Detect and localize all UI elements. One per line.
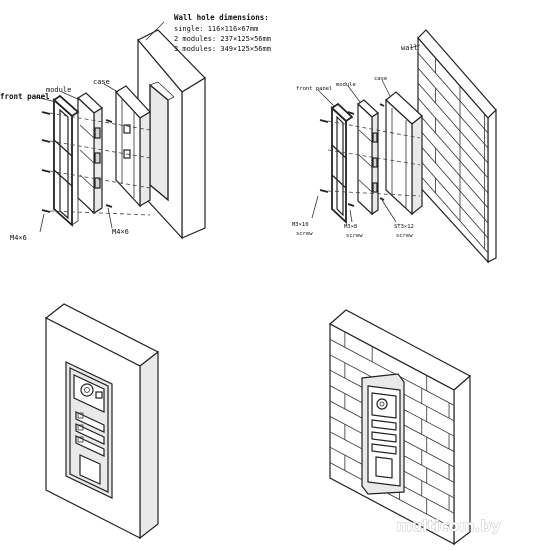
flush-mount-exploded-view: front panel module case M4×6 M4×6 Wall h…	[0, 13, 271, 242]
label-module: module	[46, 86, 71, 94]
front-panel-surface	[330, 102, 354, 225]
surface-mounted-panel-view	[328, 309, 472, 546]
front-panel-flush	[52, 94, 80, 228]
brick-line	[329, 462, 455, 529]
brick-line	[329, 339, 455, 406]
camera-icon-surface	[376, 398, 388, 410]
watermark: multicom.by	[396, 517, 501, 535]
brick-line	[417, 172, 489, 254]
wall-hole-single: single: 116×116×67mm	[174, 25, 258, 33]
camera-icon	[80, 383, 94, 397]
brick-line	[417, 67, 489, 149]
label-screw-b1: M3×8	[344, 224, 357, 230]
screws-flush	[41, 111, 113, 213]
label-front-panel: front panel	[0, 92, 50, 101]
alignment-lines-surface	[327, 120, 421, 197]
brick-wall-top	[417, 29, 497, 264]
label-module-right: module	[336, 82, 356, 88]
wall-hole-two: 2 modules: 237×125×56mm	[174, 35, 271, 43]
label-wall: wall	[401, 44, 418, 52]
wall-hole-title: Wall hole dimensions:	[174, 13, 269, 22]
brick-line	[417, 82, 489, 164]
flush-mounted-panel-view	[44, 303, 160, 540]
label-screw-c2: screw	[396, 233, 413, 239]
brick-line	[417, 52, 489, 134]
label-screw-c1: ST3×12	[394, 224, 414, 230]
label-front-panel-right: front panel	[296, 86, 332, 92]
brick-line	[417, 142, 489, 224]
label-screw-a1: M3×10	[292, 222, 309, 228]
label-screw-a2: screw	[296, 231, 313, 237]
surface-mount-exploded-view: wall front panel module case M3×10 screw…	[292, 29, 497, 264]
label-screw-right: M4×6	[112, 228, 129, 236]
brick-line	[417, 157, 489, 239]
brick-line	[417, 97, 489, 179]
module-flush	[77, 92, 103, 215]
label-screw-left: M4×6	[10, 234, 27, 242]
label-case-right: case	[374, 76, 387, 82]
label-screw-b2: screw	[346, 233, 363, 239]
alignment-lines-flush	[49, 112, 151, 216]
case-surface	[385, 91, 423, 216]
module-surface	[357, 99, 379, 216]
brick-line	[417, 112, 489, 194]
screws-surface	[319, 103, 385, 207]
wall-hole-three: 3 modules: 349×125×56mm	[174, 45, 271, 53]
brick-line	[417, 127, 489, 209]
label-case: case	[93, 78, 110, 86]
